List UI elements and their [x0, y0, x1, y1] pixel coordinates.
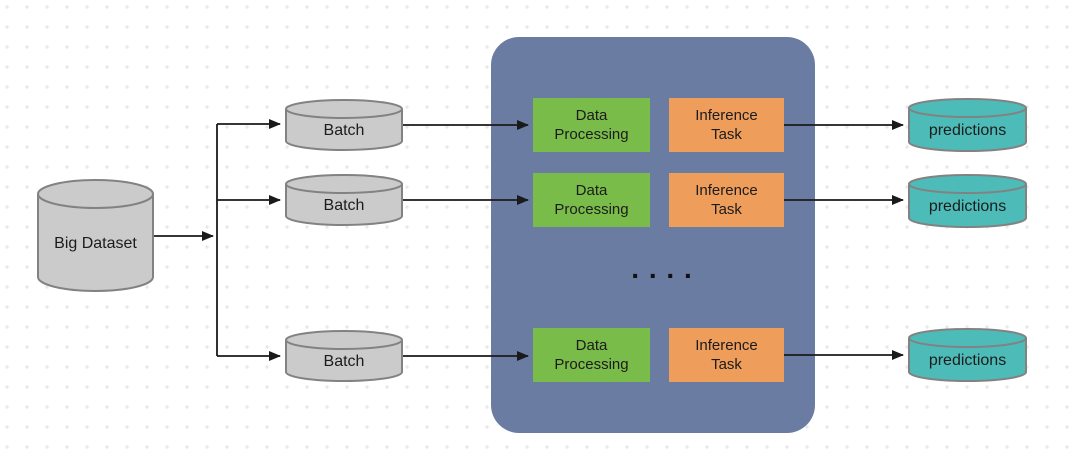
- inference-task-box-1: Inference Task: [669, 98, 784, 152]
- predictions-cylinder-1: predictions: [908, 98, 1027, 152]
- batch-label: Batch: [323, 196, 365, 214]
- cylinder-shape-icon: [37, 179, 154, 292]
- inference-task-box-3: Inference Task: [669, 328, 784, 382]
- cylinder-shape-icon: [285, 330, 403, 382]
- inference-task-label: Inference Task: [695, 107, 758, 143]
- ellipsis-dots: . . . .: [631, 253, 693, 284]
- predictions-label: predictions: [928, 197, 1007, 215]
- inference-task-label: Inference Task: [695, 182, 758, 218]
- batch-cylinder-2: Batch: [285, 174, 403, 226]
- data-processing-box-3: Data Processing: [533, 328, 650, 382]
- predictions-cylinder-2: predictions: [908, 174, 1027, 228]
- batch-label: Batch: [323, 352, 365, 370]
- cylinder-shape-icon: [908, 98, 1027, 152]
- inference-task-box-2: Inference Task: [669, 173, 784, 227]
- cylinder-shape-icon: [285, 99, 403, 151]
- batch-cylinder-1: Batch: [285, 99, 403, 151]
- batch-cylinder-3: Batch: [285, 330, 403, 382]
- big-dataset-cylinder: Big Dataset: [37, 179, 154, 292]
- predictions-label: predictions: [928, 351, 1007, 369]
- predictions-cylinder-3: predictions: [908, 328, 1027, 382]
- big-dataset-label: Big Dataset: [54, 235, 137, 252]
- data-processing-label: Data Processing: [554, 182, 629, 218]
- data-processing-box-2: Data Processing: [533, 173, 650, 227]
- cylinder-shape-icon: [908, 328, 1027, 382]
- cylinder-shape-icon: [908, 174, 1027, 228]
- cylinder-shape-icon: [285, 174, 403, 226]
- predictions-label: predictions: [928, 121, 1007, 139]
- data-processing-box-1: Data Processing: [533, 98, 650, 152]
- data-processing-label: Data Processing: [554, 107, 629, 143]
- data-processing-label: Data Processing: [554, 337, 629, 373]
- inference-task-label: Inference Task: [695, 337, 758, 373]
- batch-label: Batch: [323, 121, 365, 139]
